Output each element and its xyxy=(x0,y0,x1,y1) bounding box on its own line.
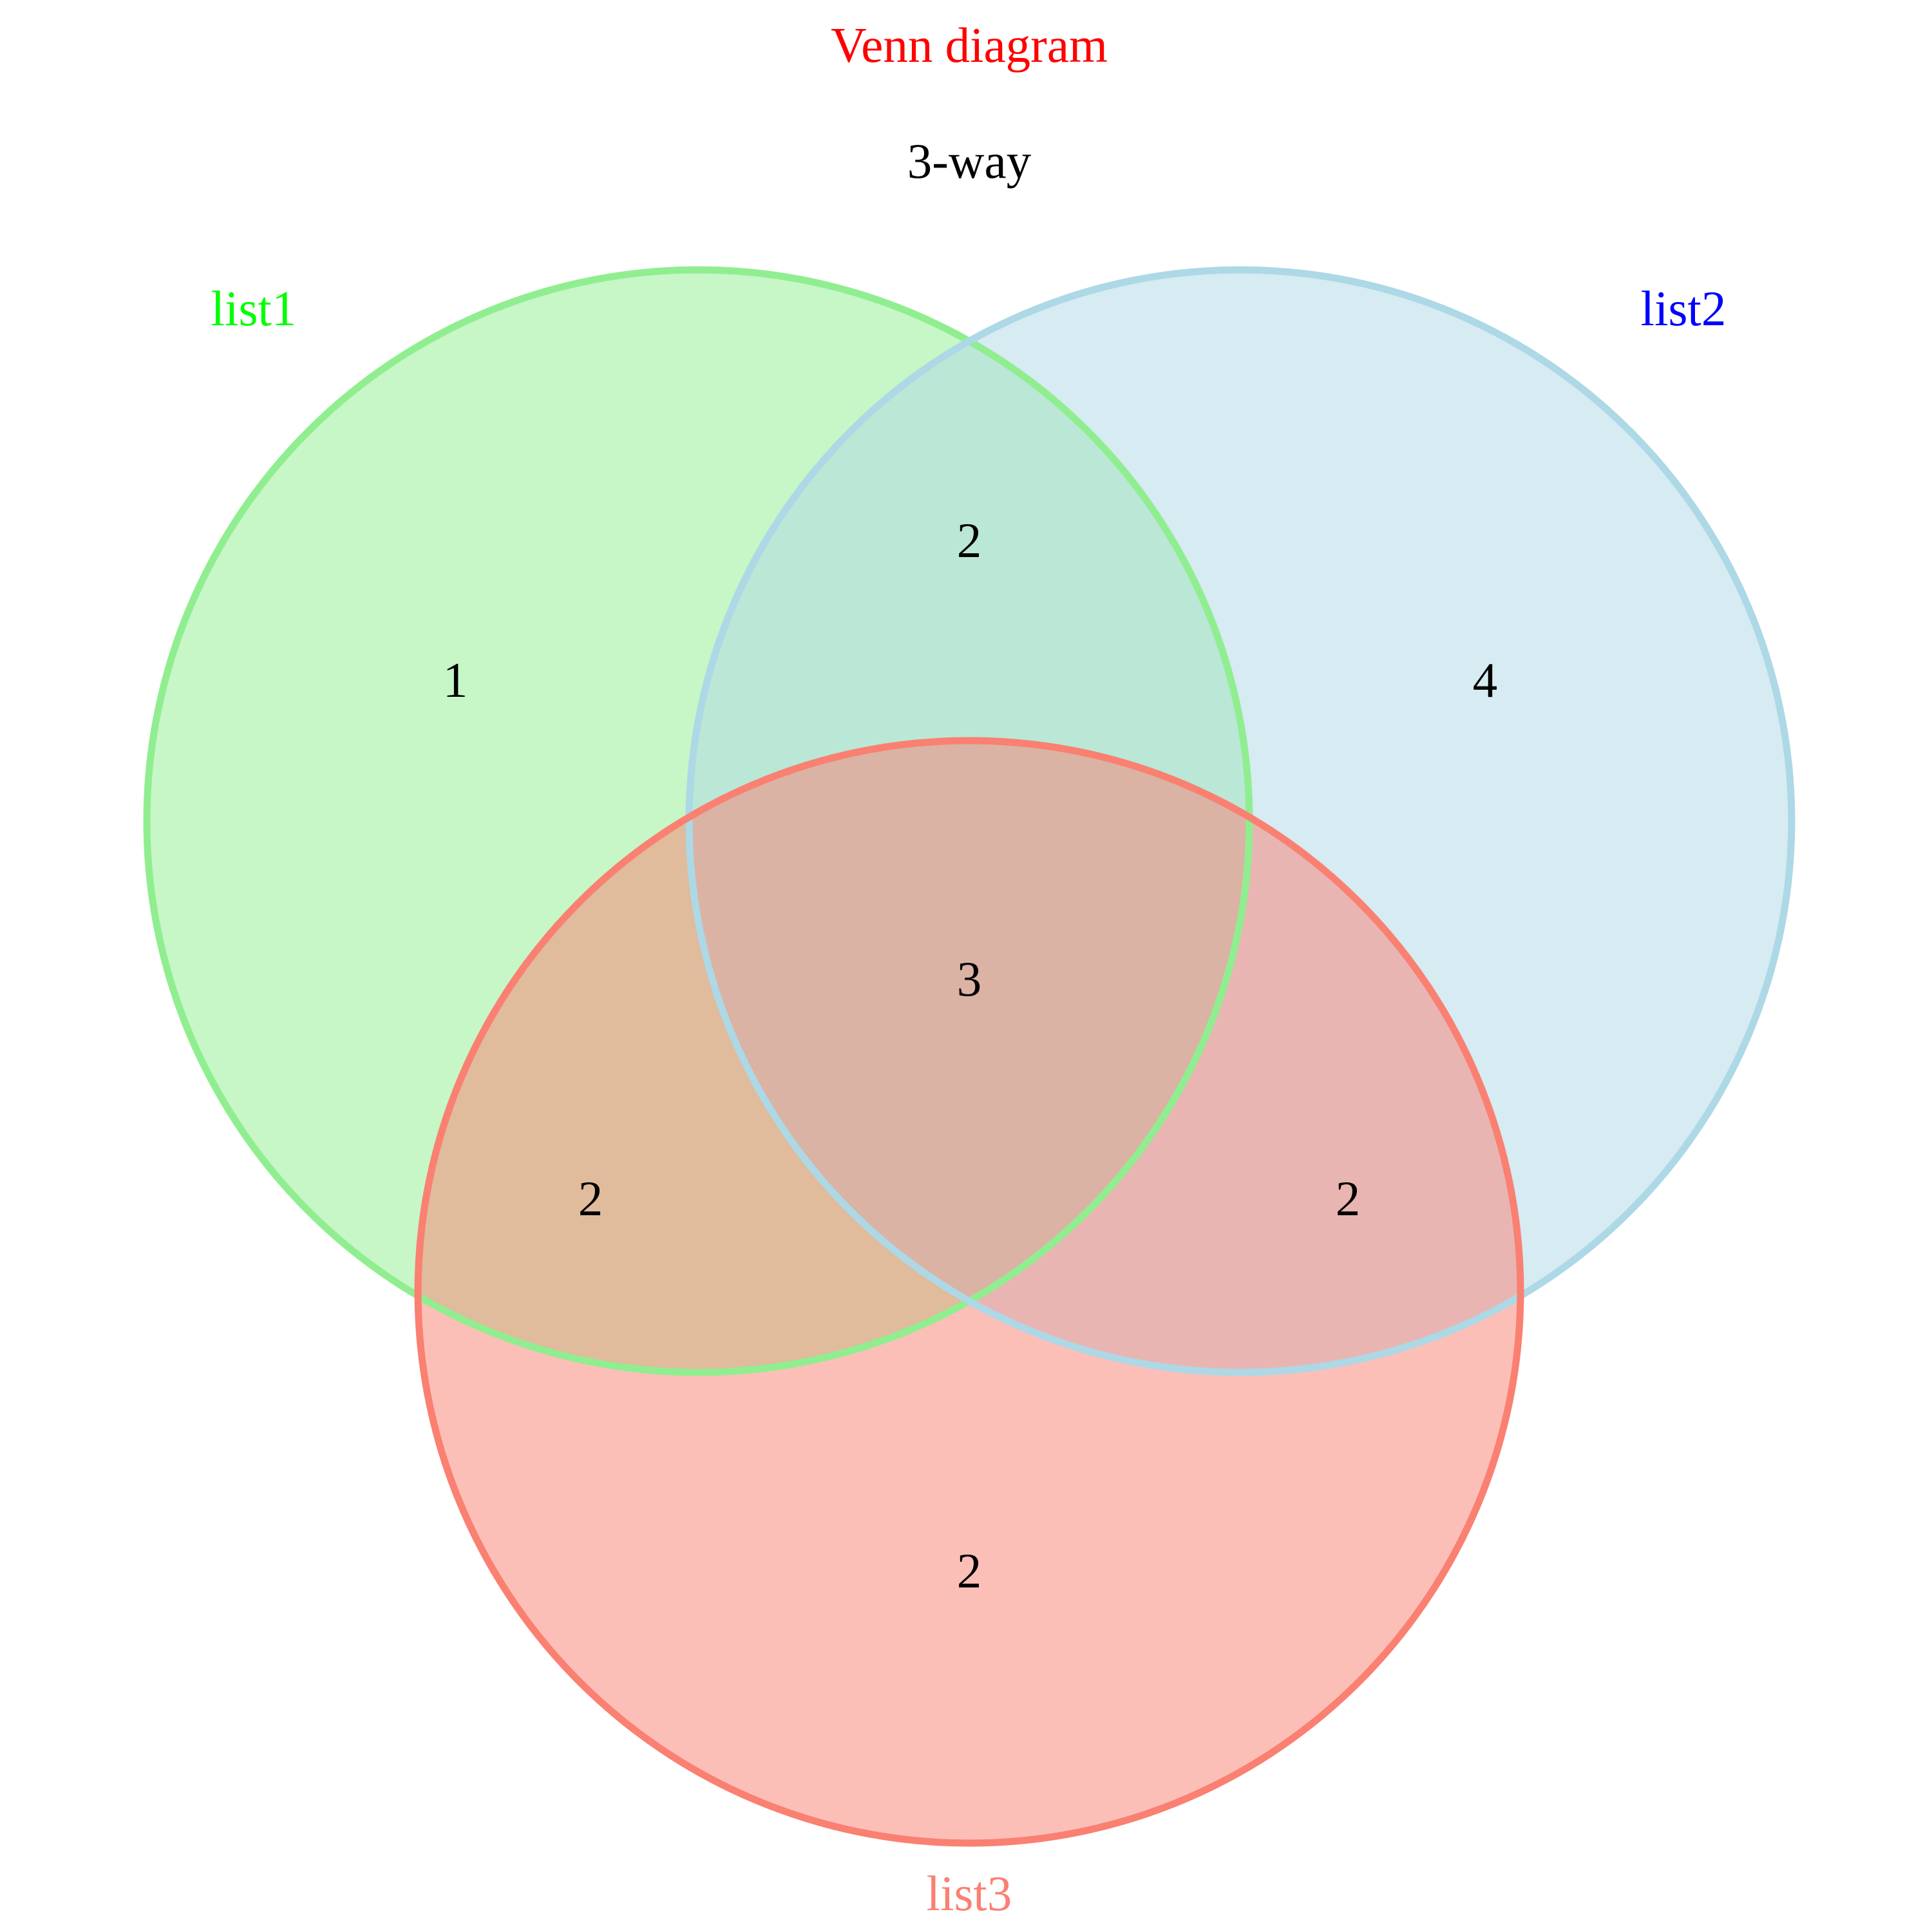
list1-outline xyxy=(143,266,1253,1376)
region-list2-only: 4 xyxy=(1473,652,1498,708)
list2-label: list2 xyxy=(1641,281,1727,336)
region-list2-list3: 2 xyxy=(1336,1171,1361,1226)
region-list1-list2: 2 xyxy=(957,513,982,568)
region-list3-only: 2 xyxy=(957,1543,982,1598)
list3-outline xyxy=(414,737,1524,1847)
list1-label: list1 xyxy=(211,281,297,336)
region-list1-list3: 2 xyxy=(578,1171,603,1226)
diagram-subtitle: 3-way xyxy=(907,133,1032,189)
list3-label: list3 xyxy=(927,1866,1012,1921)
region-list1-only: 1 xyxy=(443,652,468,708)
region-all-three: 3 xyxy=(957,951,982,1007)
list3-circle xyxy=(418,741,1520,1843)
list2-outline xyxy=(685,266,1795,1376)
diagram-title: Venn diagram xyxy=(831,17,1108,73)
